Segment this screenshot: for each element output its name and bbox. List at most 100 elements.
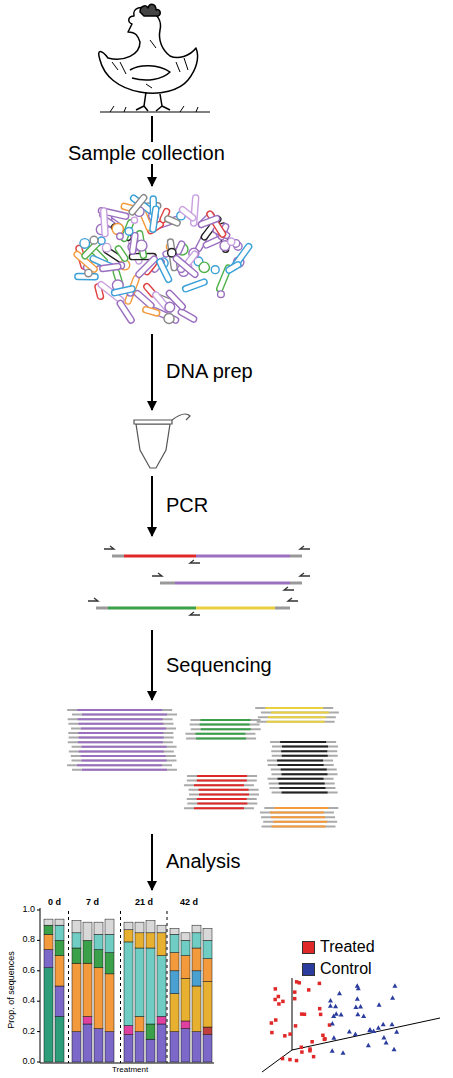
treated-point: [323, 1037, 327, 1041]
bar-segment: [181, 940, 190, 955]
amplicon-segment: [290, 555, 302, 558]
bar-segment: [135, 933, 144, 948]
treated-point: [270, 1031, 274, 1035]
rod-bacterium: [164, 215, 181, 227]
read-adapter: [72, 769, 177, 771]
bar-segment: [181, 1021, 190, 1029]
sequence-read: [281, 773, 327, 775]
read-adapter: [68, 723, 173, 725]
control-point: [361, 1013, 366, 1018]
treated-point: [277, 1002, 281, 1006]
treated-point: [323, 1038, 327, 1042]
read-adapter: [255, 707, 333, 709]
control-point: [331, 1014, 336, 1019]
coccus: [85, 269, 92, 276]
sequence-read: [273, 821, 327, 823]
sequence-read: [77, 764, 162, 766]
sequence-reads: [67, 708, 339, 826]
sequence-read: [196, 737, 246, 739]
read-adapter: [69, 750, 174, 752]
treated-point: [273, 998, 277, 1002]
read-adapter: [267, 759, 333, 761]
coccus: [80, 239, 90, 249]
time-label: 7 d: [86, 898, 99, 908]
rod-bacterium: [165, 289, 186, 311]
sequence-read: [81, 755, 166, 757]
control-point: [356, 986, 361, 991]
read-adapter: [67, 709, 172, 711]
pcr-amplicons: [88, 546, 310, 615]
control-point: [330, 1021, 335, 1026]
control-point: [377, 1002, 382, 1007]
read-adapter: [190, 724, 260, 726]
sequence-read: [194, 807, 244, 809]
read-adapter: [269, 787, 335, 789]
bar-segment: [146, 1024, 155, 1039]
sequence-read: [281, 769, 327, 771]
coccus: [131, 217, 137, 223]
sequence-read: [78, 732, 163, 734]
bar-segment: [94, 1029, 103, 1062]
control-point: [371, 1028, 376, 1033]
sequence-read: [197, 780, 247, 782]
control-point: [341, 1050, 346, 1055]
control-point: [347, 1029, 352, 1034]
read-adapter: [184, 807, 254, 809]
y-tick: [37, 1031, 40, 1032]
chicken-wing: [130, 66, 170, 80]
treated-point: [318, 1007, 322, 1011]
treated-point: [319, 1013, 323, 1017]
bar-segment: [146, 1039, 155, 1062]
bar-segment: [157, 956, 166, 1017]
y-tick: [37, 970, 40, 971]
bar-segment: [170, 971, 179, 994]
control-point: [392, 983, 397, 988]
rod-bacterium: [198, 215, 221, 228]
amplicon-segment: [108, 607, 196, 610]
primer: [190, 612, 200, 615]
rod-bacterium: [116, 299, 135, 324]
y-tick: [37, 910, 40, 911]
sequence-read: [281, 750, 327, 752]
bar-segment: [181, 978, 190, 1021]
read-adapter: [257, 721, 335, 723]
bar-segment: [181, 933, 190, 941]
read-adapter: [191, 728, 261, 730]
read-adapter: [69, 737, 174, 739]
time-label: 42 d: [180, 898, 198, 908]
read-adapter: [68, 741, 173, 743]
control-point: [392, 1047, 397, 1052]
sequence-read: [279, 782, 325, 784]
bar-segment: [83, 940, 92, 963]
bar-segment: [146, 921, 155, 933]
amplicon-segment: [290, 582, 302, 585]
treated-point: [293, 990, 297, 994]
bar-segment: [55, 940, 64, 955]
control-point: [353, 1031, 358, 1036]
step-arrow: [151, 834, 153, 890]
bar-segment: [83, 1024, 92, 1062]
read-adapter: [189, 793, 259, 795]
sequence-read: [81, 727, 166, 729]
rod-bacterium: [111, 285, 136, 296]
read-adapter: [68, 732, 173, 734]
time-label: 21 d: [135, 898, 153, 908]
chicken-body: [99, 8, 198, 94]
treated-point: [294, 1024, 298, 1028]
sequence-read: [79, 737, 164, 739]
rod-bacterium: [225, 261, 242, 274]
read-adapter: [261, 712, 339, 714]
bar-segment: [124, 922, 133, 930]
bar-segment: [170, 994, 179, 1032]
group-divider: [167, 911, 168, 1063]
treated-point: [318, 982, 322, 986]
sequence-read: [268, 716, 326, 718]
sequence-read: [267, 721, 325, 723]
treated-point: [277, 995, 281, 999]
treated-point: [281, 1000, 285, 1004]
sequence-read: [282, 792, 328, 794]
read-adapter: [268, 778, 334, 780]
y-tick: [37, 940, 40, 941]
bar-segment: [135, 1016, 144, 1031]
